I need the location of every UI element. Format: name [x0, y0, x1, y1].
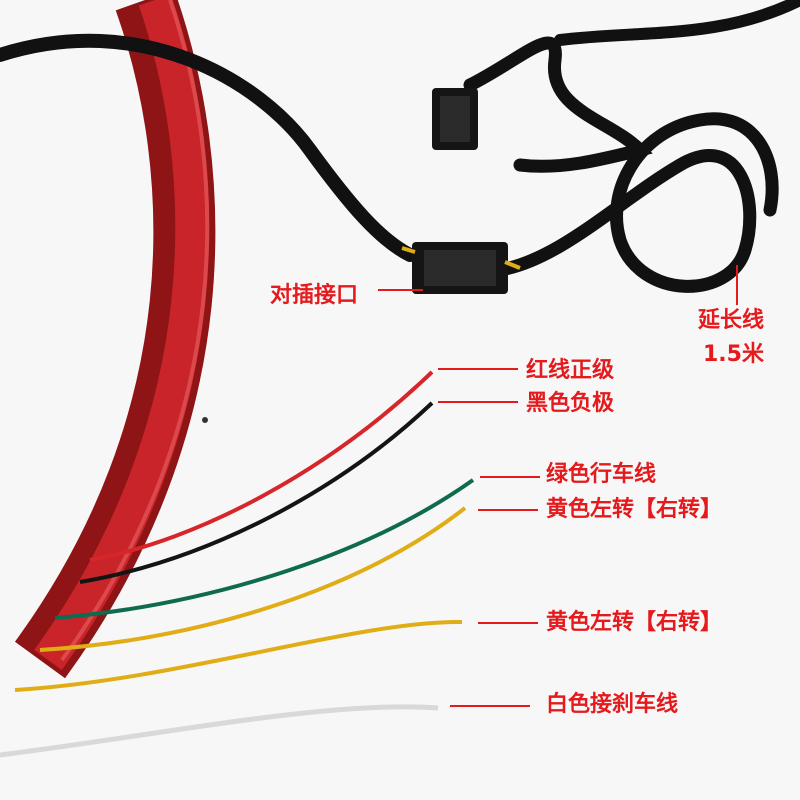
- black-wire-leader: [438, 401, 518, 403]
- extension-label-line2: 1.5米: [703, 342, 764, 367]
- connector-label: 对插接口: [270, 283, 359, 308]
- yellow-wire-2: [14, 619, 463, 692]
- red-wire-leader: [438, 368, 518, 370]
- black-cable-main: [0, 33, 417, 262]
- extension-cable-loop: [463, 36, 653, 173]
- yellow-wire-1: [39, 506, 467, 652]
- black-wire: [79, 401, 434, 584]
- red-led-strip-edge: [60, 0, 210, 662]
- connector-leader: [378, 289, 423, 291]
- green-wire-label: 绿色行车线: [546, 462, 657, 487]
- yellow-wire-1-label: 黄色左转【右转】: [546, 497, 723, 522]
- extension-label-line1: 延长线: [698, 308, 765, 333]
- black-wire-label: 黑色负极: [526, 391, 615, 416]
- white-wire: [0, 704, 439, 758]
- yellow-wire-2-label: 黄色左转【右转】: [546, 610, 723, 635]
- white-wire-leader: [450, 705, 530, 707]
- yellow-wire-1-leader: [478, 509, 538, 511]
- yellow-wire-2-leader: [478, 622, 538, 624]
- red-wire-label: 红线正级: [526, 358, 615, 383]
- extension-cable-coil: [493, 112, 779, 293]
- extension-leader: [736, 265, 738, 305]
- extension-cable-top: [554, 0, 800, 46]
- red-wire: [89, 370, 434, 562]
- white-wire-label: 白色接刹车线: [546, 692, 679, 717]
- green-wire: [54, 478, 475, 620]
- green-wire-leader: [480, 476, 540, 478]
